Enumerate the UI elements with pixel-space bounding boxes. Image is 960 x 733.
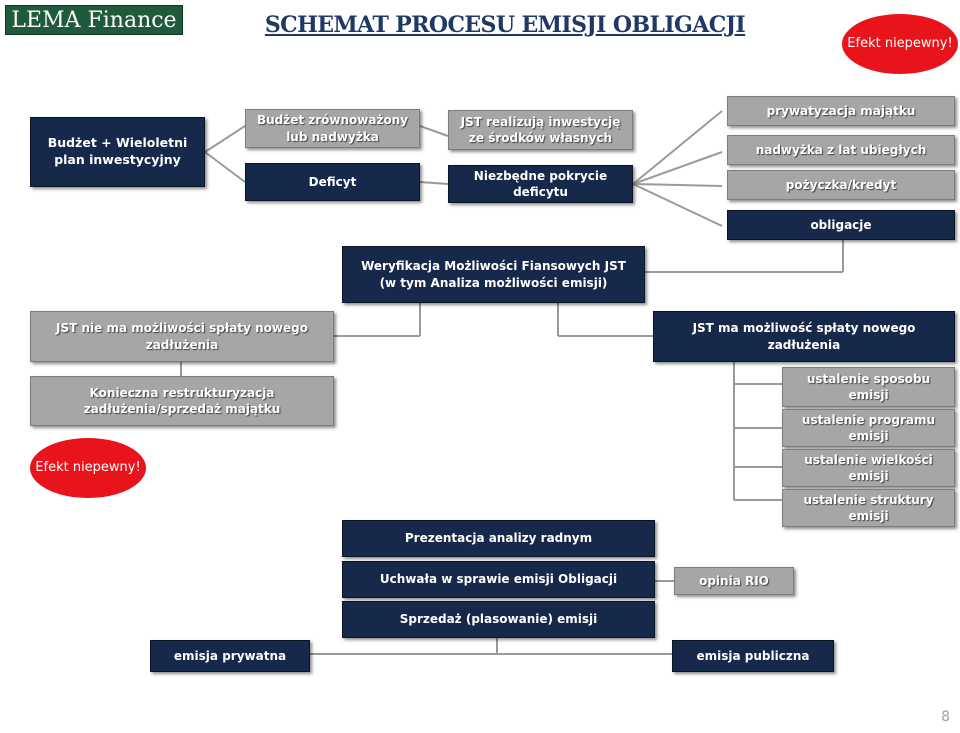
- repayment-capacity-box: JST ma możliwość spłaty nowego zadłużeni…: [653, 311, 955, 362]
- issue-sale-box: Sprzedaż (plasowanie) emisji: [342, 601, 655, 638]
- verification-line-1: Weryfikacja Możliwości Fiansowych JST: [361, 259, 626, 274]
- bonds-box: obligacje: [727, 210, 955, 240]
- page-title: SCHEMAT PROCESU EMISJI OBLIGACJI: [264, 12, 746, 38]
- presentation-box: Prezentacja analizy radnym: [342, 520, 655, 557]
- private-issue-box: emisja prywatna: [150, 640, 310, 672]
- issue-size-box: ustalenie wielkości emisji: [782, 449, 955, 487]
- page-number: 8: [941, 709, 950, 725]
- own-funds-investment-box: JST realizują inwestycję ze środków włas…: [448, 110, 633, 150]
- surplus-box: nadwyżka z lat ubiegłych: [727, 135, 955, 165]
- loan-box: pożyczka/kredyt: [727, 170, 955, 200]
- public-issue-box: emisja publiczna: [672, 640, 834, 672]
- issue-method-box: ustalenie sposobu emisji: [782, 367, 955, 407]
- issue-structure-box: ustalenie struktury emisji: [782, 489, 955, 527]
- issue-program-box: ustalenie programu emisji: [782, 409, 955, 447]
- verification-line-2: (w tym Analiza możliwości emisji): [379, 275, 608, 290]
- uncertain-effect-bubble-left: Efekt niepewny!: [30, 438, 146, 498]
- resolution-box: Uchwała w sprawie emisji Obligacji: [342, 561, 655, 598]
- no-repayment-capacity-box: JST nie ma możliwości spłaty nowego zadł…: [30, 311, 334, 362]
- deficit-coverage-box: Niezbędne pokrycie deficytu: [448, 165, 633, 203]
- budget-box: Budżet + Wieloletni plan inwestycyjny: [30, 117, 205, 187]
- restructuring-box: Konieczna restrukturyzacja zadłużenia/sp…: [30, 376, 334, 426]
- lema-finance-logo: LEMA Finance: [5, 5, 183, 35]
- deficit-box: Deficyt: [245, 163, 420, 201]
- uncertain-effect-bubble-top: Efekt niepewny!: [842, 14, 958, 74]
- balanced-budget-box: Budżet zrównoważony lub nadwyżka: [245, 109, 420, 148]
- privatization-box: prywatyzacja majątku: [727, 96, 955, 126]
- rio-opinion-box: opinia RIO: [674, 567, 794, 595]
- financial-verification-box: Weryfikacja Możliwości Fiansowych JST (w…: [342, 246, 645, 303]
